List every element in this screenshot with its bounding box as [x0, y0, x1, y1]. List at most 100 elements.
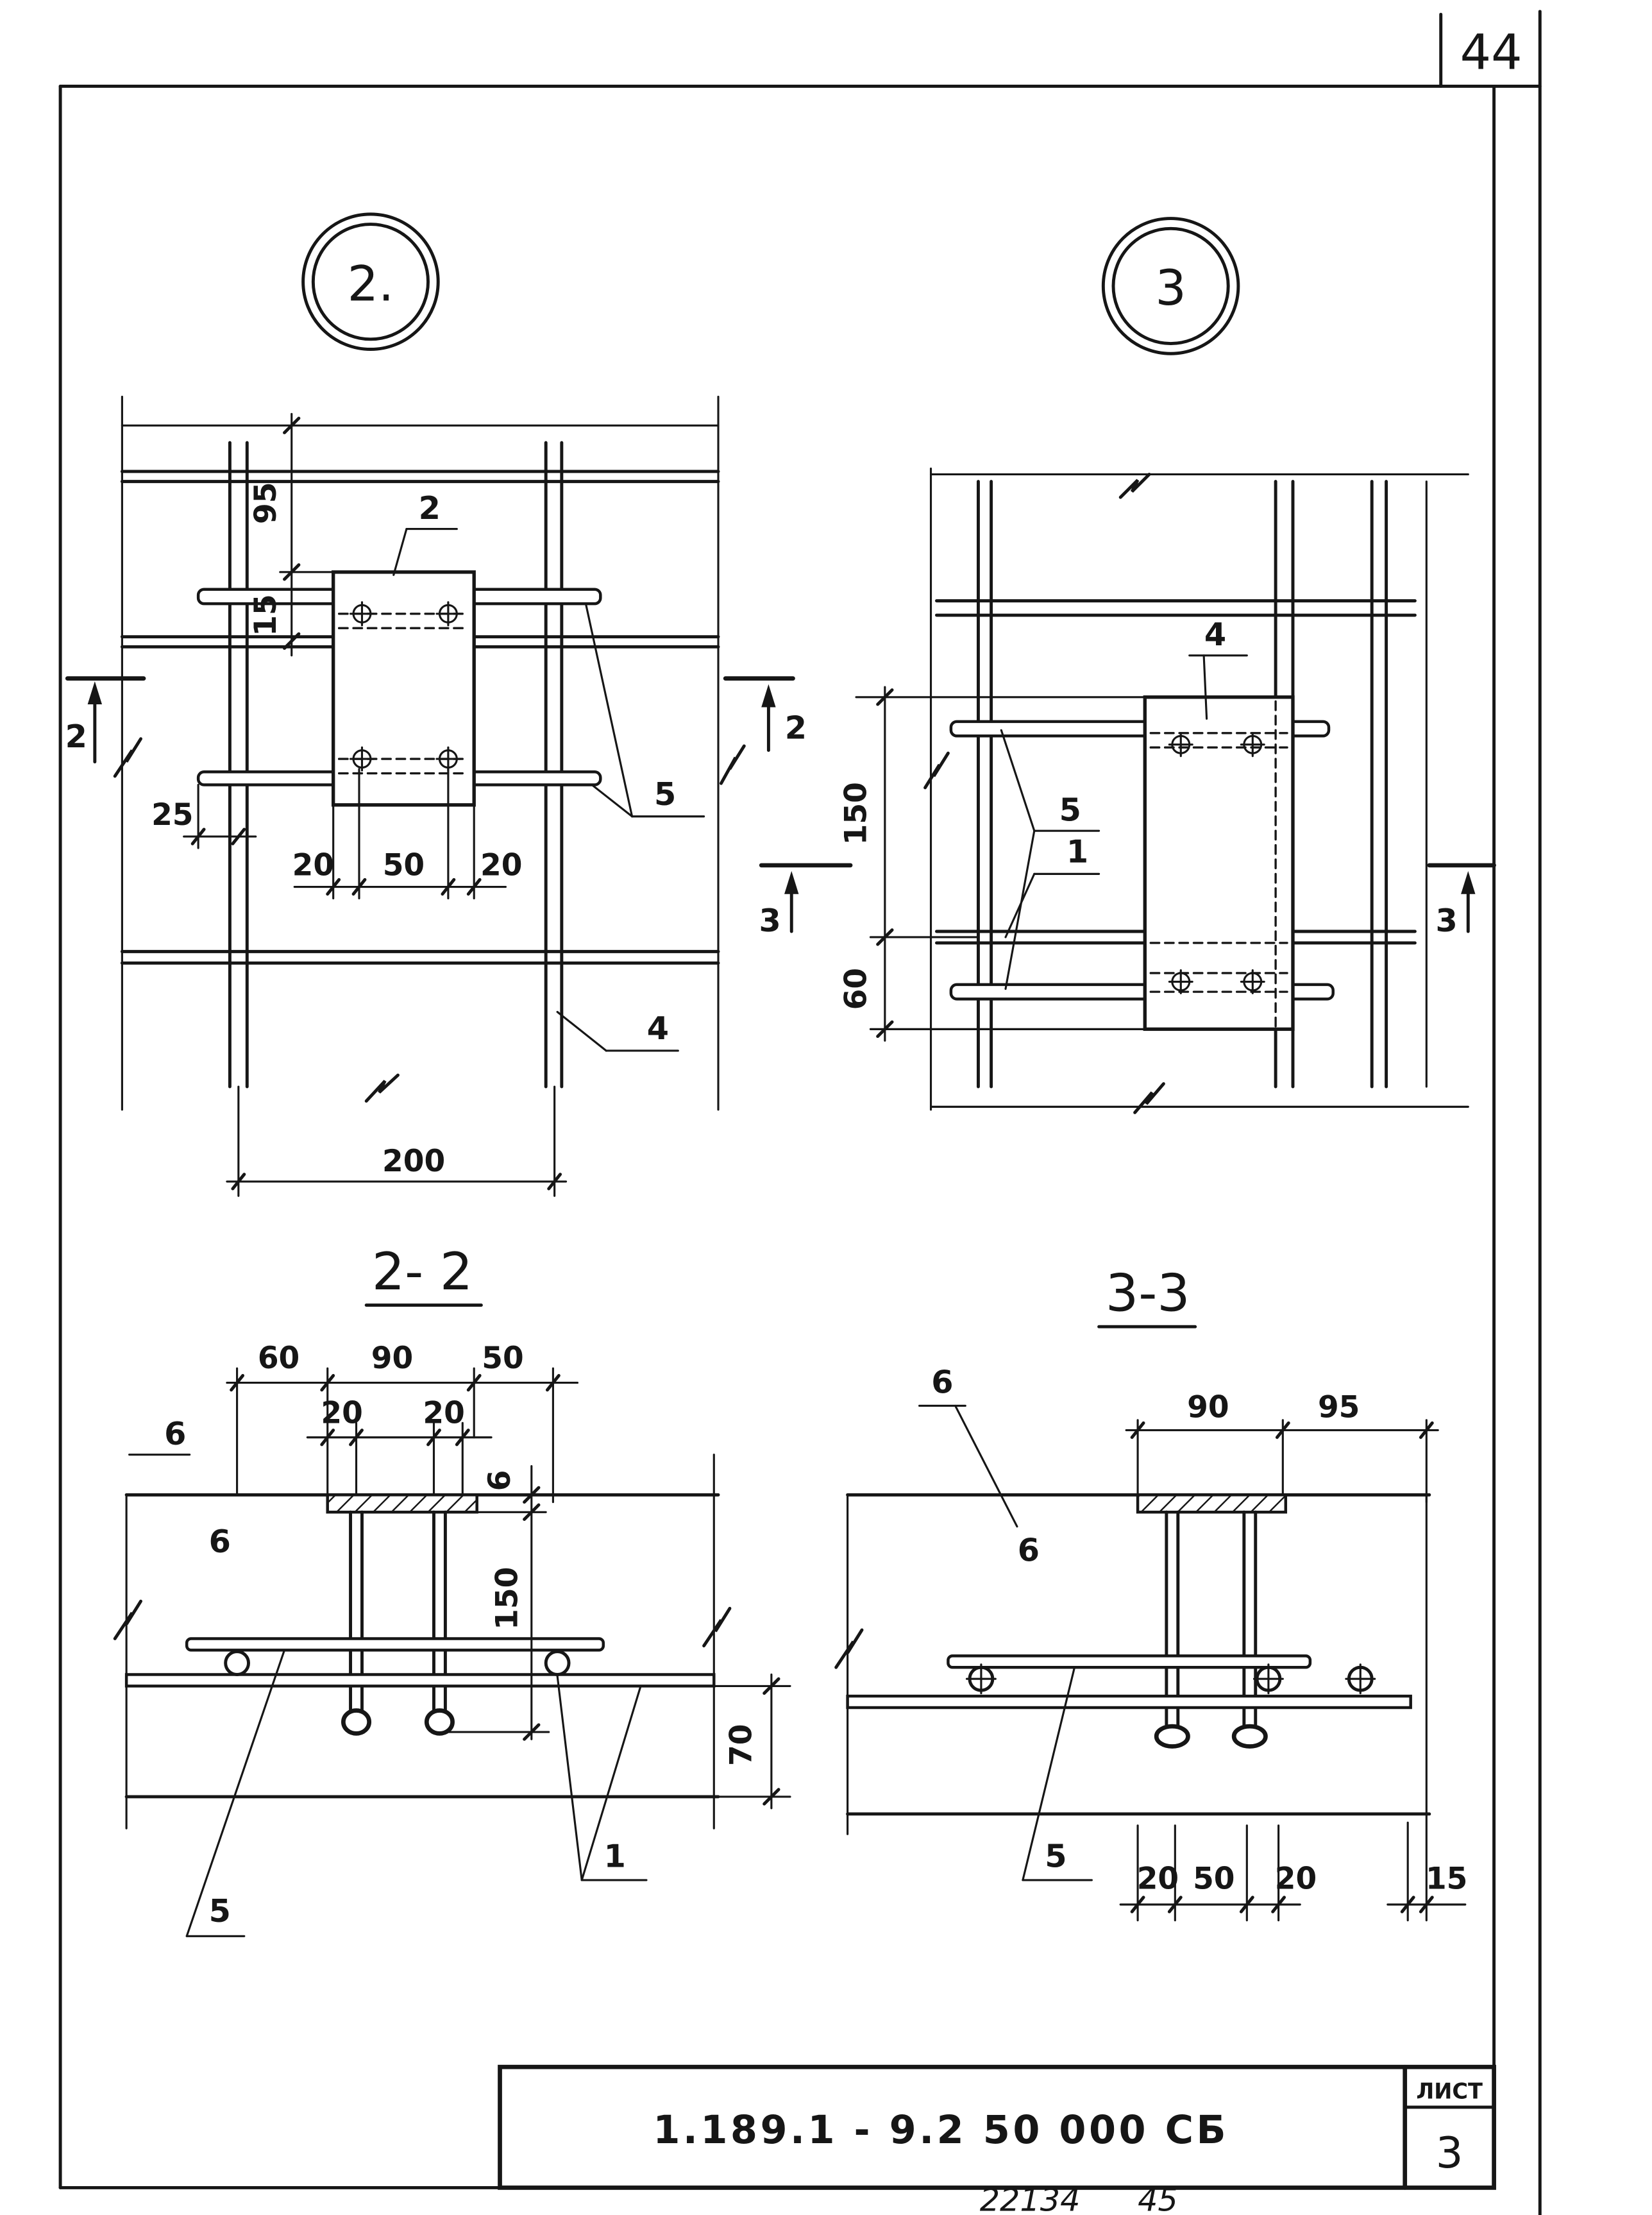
dimension-height: 150	[489, 1567, 525, 1630]
embedded-plate-section	[1136, 1493, 1288, 1514]
anchor-stud	[435, 601, 461, 627]
dimension-tick	[283, 416, 301, 434]
archive-number: 22134	[980, 2181, 1081, 2215]
dimension-tick	[545, 1373, 560, 1392]
archive-page: 45	[1138, 2181, 1178, 2215]
dimension-c: 20	[1137, 1861, 1179, 1896]
marker-label: 2.	[348, 255, 394, 312]
anchor-stud-head	[1154, 1724, 1190, 1749]
dimension-lower: 60	[839, 968, 874, 1010]
dimension-cover: 70	[724, 1724, 759, 1766]
dimension-b: 90	[371, 1341, 413, 1376]
embedded-plate-section	[326, 1493, 478, 1514]
dimension-tick	[466, 878, 482, 896]
break-mark	[113, 737, 142, 778]
dimension-tick	[523, 1486, 541, 1504]
anchor-stud	[1168, 969, 1193, 994]
section-mark-label: 2	[785, 709, 807, 747]
callout-leader	[1022, 1666, 1076, 1881]
callout-long-bar: 1	[604, 1838, 626, 1875]
dimension-tick	[523, 1503, 541, 1521]
section-2-2: 2- 2 60 90 50 20 20	[113, 1242, 791, 1937]
callout-concrete-inner: 6	[209, 1523, 231, 1560]
section-mark-right: 2	[723, 676, 807, 752]
dimension-tick	[455, 1429, 470, 1447]
marker-label: 3	[1155, 259, 1186, 316]
callout-leader	[185, 1649, 286, 1937]
callout-plate: 4	[1204, 616, 1226, 653]
long-bar	[846, 1694, 1412, 1710]
long-bar	[124, 1673, 716, 1688]
dimension-tick	[1275, 1421, 1290, 1439]
callout-concrete-inner: 6	[1018, 1531, 1040, 1568]
detail-2-plan: 95 15 2 5 4 2 2	[65, 395, 807, 1197]
detail-marker-2: 2.	[301, 212, 440, 351]
section-mark-right: 3	[1427, 863, 1496, 939]
callout-short-bars: 5	[654, 776, 676, 813]
dimension-tick	[326, 878, 341, 896]
dimension-c: 50	[482, 1341, 523, 1376]
callout-mesh-bars: 4	[647, 1010, 669, 1047]
sheet-frame: 44	[58, 10, 1542, 2215]
dimension-tick	[1271, 1896, 1286, 1914]
dimension-tick	[523, 1723, 541, 1741]
callout-leader	[585, 604, 634, 818]
section-mark-left: 2	[65, 676, 146, 764]
anchor-stud	[435, 746, 461, 772]
dimension-tick	[466, 1373, 482, 1392]
dimension-tick	[190, 827, 206, 845]
anchor-stud	[1240, 732, 1265, 758]
title-block-box	[498, 2064, 1496, 2190]
dimension-a: 90	[1187, 1389, 1229, 1425]
callout-leader	[1202, 654, 1208, 720]
marker-inner-circle	[311, 223, 430, 341]
dimension-left: 20	[292, 848, 334, 883]
break-mark	[364, 1073, 400, 1103]
callout-leader	[591, 783, 634, 818]
dimension-f: 15	[1426, 1861, 1467, 1896]
section-mark-label: 3	[1436, 902, 1458, 939]
dimension-b: 95	[1318, 1389, 1360, 1425]
dimension-tick	[283, 632, 301, 650]
dimension-edge: 25	[151, 797, 193, 833]
short-bar	[947, 1654, 1312, 1669]
dimension-tick	[547, 1173, 562, 1191]
dimension-tick	[876, 1020, 894, 1039]
detail-3-plan: 4 150 60 5 1 3 3	[759, 467, 1496, 1114]
dimension-tick	[320, 1373, 335, 1392]
callout-long-bars: 1	[1066, 833, 1088, 870]
dimension-tick	[441, 878, 456, 896]
break-mark	[1133, 1082, 1165, 1114]
dimension-tick	[1130, 1421, 1145, 1439]
dimension-tick	[1130, 1896, 1145, 1914]
break-mark	[113, 1599, 142, 1640]
anchor-stud-head	[424, 1708, 455, 1736]
dimension-top-offset: 95	[248, 482, 283, 524]
dimension-tick	[231, 827, 246, 845]
dimension-tick	[349, 1429, 364, 1447]
dimension-tick	[876, 928, 894, 946]
anchor-stud	[349, 601, 375, 627]
callout-leader	[1004, 829, 1036, 990]
marker-outer-circle	[1101, 217, 1240, 355]
dimension-bar-offset: 15	[248, 594, 283, 636]
marker-inner-circle	[1111, 226, 1230, 346]
anchor-stud	[349, 746, 375, 772]
break-mark	[834, 1628, 864, 1669]
callout-short-bar: 5	[1045, 1838, 1066, 1875]
dimension-tick	[231, 1173, 246, 1191]
dimension-upper: 150	[839, 782, 874, 845]
dimension-tick	[763, 1788, 780, 1806]
anchor-stud-head	[1231, 1724, 1268, 1749]
document-code: 1.189.1 - 9.2 50 000 СБ	[653, 2108, 1229, 2153]
bar-cross-section	[1252, 1663, 1284, 1695]
section-title: 3-3	[1106, 1264, 1190, 1324]
callout-plate: 2	[419, 489, 441, 527]
callout-leader	[556, 1675, 583, 1881]
dimension-plate: 6	[482, 1470, 518, 1491]
callout-concrete: 6	[931, 1363, 953, 1400]
dimension-tick	[320, 1429, 335, 1447]
callout-leader	[580, 1685, 642, 1881]
dimension-tick	[1239, 1896, 1254, 1914]
